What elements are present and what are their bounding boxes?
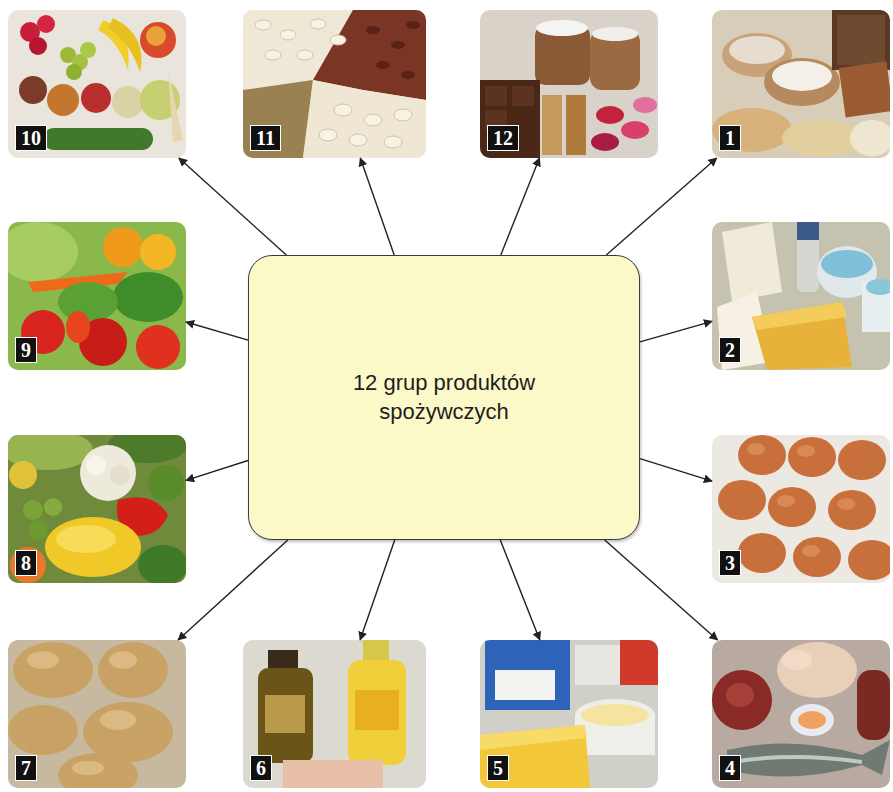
- center-title: 12 grup produktów spożywczych: [319, 369, 569, 426]
- food-group-tile: 6: [243, 640, 426, 788]
- group-number: 2: [719, 337, 741, 363]
- vegetable-photo: [3, 427, 188, 585]
- legume-photo: [243, 10, 426, 158]
- food-group-tile: 9: [8, 222, 186, 370]
- potato-photo: [8, 640, 186, 792]
- arrow-connector: [501, 158, 540, 255]
- cream-photo: [480, 640, 658, 788]
- arrow-connector: [500, 540, 540, 640]
- sweets-photo: [480, 10, 658, 158]
- group-number: 12: [487, 125, 519, 151]
- meat-photo: [712, 640, 890, 788]
- food-group-tile: 3: [712, 435, 890, 583]
- food-group-tile: 11: [243, 10, 426, 158]
- group-number: 9: [15, 337, 37, 363]
- group-number: 6: [250, 755, 272, 781]
- food-group-tile: 12: [480, 10, 658, 158]
- arrow-connector: [360, 158, 394, 255]
- arrow-connector: [186, 461, 248, 481]
- group-number: 3: [719, 550, 741, 576]
- fruit-photo: [8, 10, 186, 158]
- central-box: 12 grup produktów spożywczych: [248, 255, 640, 540]
- food-group-tile: 8: [8, 435, 186, 583]
- vegetable-photo: [0, 222, 186, 370]
- arrow-connector: [186, 322, 248, 340]
- food-group-tile: 10: [8, 10, 186, 158]
- food-group-tile: 2: [712, 222, 890, 370]
- food-group-tile: 4: [712, 640, 890, 788]
- arrow-connector: [179, 158, 286, 255]
- group-number: 1: [719, 125, 741, 151]
- food-group-tile: 7: [8, 640, 186, 788]
- group-number: 7: [15, 755, 37, 781]
- arrow-connector: [606, 158, 716, 255]
- arrow-connector: [360, 540, 395, 640]
- food-group-tile: 5: [480, 640, 658, 788]
- arrow-connector: [178, 540, 288, 640]
- food-group-tile: 1: [712, 10, 890, 158]
- dairy-photo: [712, 222, 893, 370]
- arrow-connector: [640, 321, 712, 342]
- group-number: 5: [487, 755, 509, 781]
- arrow-connector: [605, 540, 718, 640]
- group-number: 10: [15, 125, 47, 151]
- oil-photo: [243, 640, 426, 788]
- grain-photo: [712, 10, 893, 158]
- egg-photo: [712, 435, 893, 583]
- arrow-connector: [640, 459, 712, 482]
- group-number: 4: [719, 755, 741, 781]
- group-number: 8: [15, 550, 37, 576]
- group-number: 11: [250, 125, 281, 151]
